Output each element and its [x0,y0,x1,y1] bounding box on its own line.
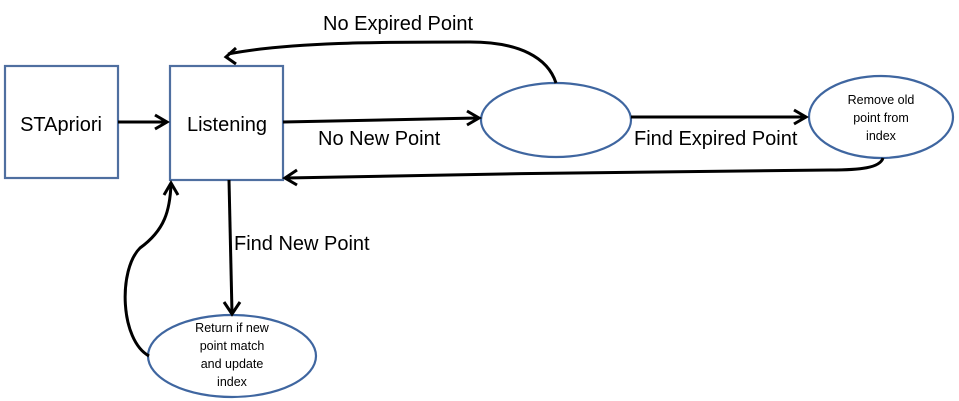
edge-find-expired-point [631,108,809,126]
return-label-line-1: Return if new [195,321,270,335]
stapriori-label: STApriori [20,114,102,136]
edge-label-no-expired-point: No Expired Point [323,13,474,35]
edge-return-to-listening [123,180,180,358]
edge-stapriori-to-listening [118,113,170,131]
remove-old-label-line-3: index [866,129,897,143]
edge-remove-to-listening [282,157,885,187]
edge-no-expired-point [223,40,558,84]
edge-label-find-new-point: Find New Point [234,233,370,255]
listening-node [168,64,285,182]
empty-state-node [479,81,633,159]
remove-old-label-line-1: Remove old [848,93,915,107]
edge-label-no-new-point: No New Point [318,128,441,150]
return-label-line-4: index [217,375,248,389]
listening-label: Listening [187,114,267,136]
edge-find-new-point [222,179,242,317]
remove-old-point-node [807,74,955,160]
remove-old-label-line-2: point from [853,111,909,125]
stapriori-node [3,64,120,180]
edge-no-new-point [282,109,482,127]
return-label-line-2: point match [200,339,265,353]
return-label-line-3: and update [201,357,264,371]
edge-label-find-expired-point: Find Expired Point [634,128,798,150]
